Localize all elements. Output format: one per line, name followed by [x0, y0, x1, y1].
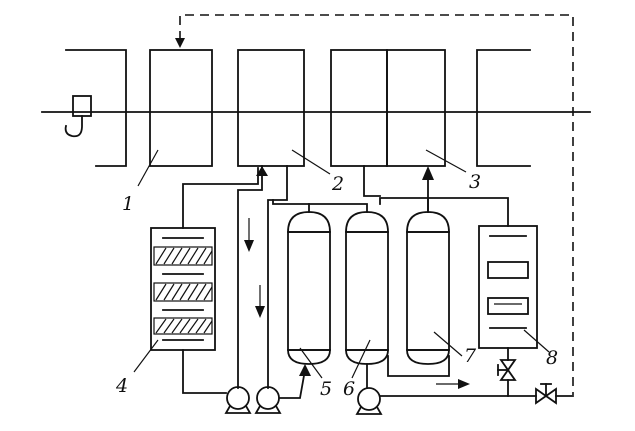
exit-station	[476, 49, 531, 167]
tank-3a	[330, 49, 388, 167]
pipe-to-unit8	[427, 197, 509, 227]
label-5: 5	[320, 378, 332, 400]
label-7: 7	[464, 345, 477, 367]
flow-arrow-icon	[256, 166, 268, 176]
entry-station	[65, 49, 127, 167]
pump-icon	[355, 387, 383, 415]
label-6: 6	[343, 378, 355, 400]
header-col5-col6	[272, 199, 368, 213]
label-8: 8	[546, 347, 558, 369]
hook-icon	[64, 95, 92, 138]
flow-arrow-icon	[255, 306, 265, 318]
column-5	[287, 203, 331, 365]
header-col6-col7	[379, 197, 429, 213]
leader-lines	[133, 149, 550, 379]
column-7	[406, 211, 450, 365]
control-arrow-icon	[175, 38, 185, 48]
pipe-pump3-outlet	[379, 379, 509, 397]
flow-arrow-icon	[458, 379, 470, 389]
tank-3b	[386, 49, 446, 167]
unit-8	[478, 225, 538, 349]
pipe-col6-col7-bottom	[387, 355, 450, 377]
flow-arrow-icon	[244, 240, 254, 252]
flow-arrow-icon	[299, 364, 311, 376]
pump-icon	[224, 386, 252, 414]
pipe-tank1-to-exchanger	[182, 167, 259, 229]
valve-icon	[535, 383, 557, 405]
label-4: 4	[115, 375, 128, 397]
pipe-tank2-to-pump2	[267, 165, 288, 389]
pipe-exchanger-to-pump	[182, 349, 227, 394]
column-6	[345, 211, 389, 365]
label-1: 1	[122, 193, 134, 215]
tank-1	[149, 49, 213, 167]
pipe-pump1-to-tank2	[237, 165, 263, 389]
tank-2	[237, 49, 305, 167]
valve-icon	[497, 359, 517, 381]
label-3: 3	[469, 171, 481, 193]
label-2: 2	[331, 173, 344, 195]
control-line-dashed	[179, 14, 574, 395]
ion-exchanger-4	[150, 227, 216, 351]
pipe-tank3-down	[363, 165, 381, 197]
pipe-pump2-to-column5	[279, 368, 307, 399]
flow-arrow-icon	[422, 166, 434, 180]
pump-icon	[254, 386, 282, 414]
